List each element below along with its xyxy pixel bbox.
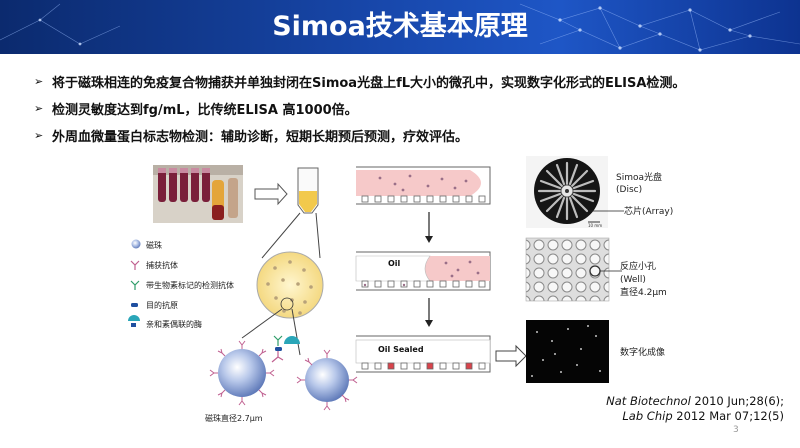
arrow-right-icon — [495, 344, 527, 368]
citation-journal: Lab Chip — [622, 409, 673, 423]
slide-title: Simoa技术基本原理 — [272, 11, 528, 42]
slide-header: Simoa技术基本原理 — [0, 0, 800, 54]
antigen-icon — [131, 303, 138, 307]
bullet-item: ➢ 检测灵敏度达到fg/mL，比传统ELISA 高1000倍。 — [34, 95, 794, 122]
arrow-bullet-icon: ➢ — [34, 75, 44, 88]
legend-enzyme: 亲和素偶联的酶 — [146, 319, 202, 329]
capture-antibody-icon — [130, 260, 140, 270]
bullet-text: 外周血微量蛋白标志物检测：辅助诊断，短期长期预后预测，疗效评估。 — [52, 130, 469, 145]
well-label-1: 反应小孔 — [620, 260, 656, 272]
well-label-2: (Well) — [620, 275, 646, 285]
immune-complex — [271, 335, 300, 363]
step-oil: Oil — [355, 251, 491, 291]
bullet-item: ➢ 将于磁珠相连的免疫复合物捕获并单独封闭在Simoa光盘上fL大小的微孔中，实… — [34, 68, 794, 95]
arrow-down-icon — [425, 320, 433, 327]
citation-2: Lab Chip 2012 Mar 07;12(5) — [622, 409, 784, 423]
bullet-text: 将于磁珠相连的免疫复合物捕获并单独封闭在Simoa光盘上fL大小的微孔中，实现数… — [52, 76, 686, 91]
bead-icon — [131, 239, 141, 249]
bead-left — [209, 340, 275, 406]
digital-imaging-image — [526, 320, 609, 383]
bullet-item: ➢ 外周血微量蛋白标志物检测：辅助诊断，短期长期预后预测，疗效评估。 — [34, 122, 794, 149]
disc-name-en-label: (Disc) — [616, 185, 642, 195]
enzyme-icon — [128, 315, 140, 321]
bullet-list: ➢ 将于磁珠相连的免疫复合物捕获并单独封闭在Simoa光盘上fL大小的微孔中，实… — [34, 68, 794, 149]
disc-name-label: Simoa光盘 — [616, 171, 662, 183]
citation-journal: Nat Biotechnol — [606, 394, 691, 408]
step-oil-sealed: Oil Sealed — [355, 335, 491, 373]
oil-label: Oil — [388, 259, 401, 268]
oil-sealed-label: Oil Sealed — [378, 345, 424, 354]
page-number: 3 — [733, 425, 739, 435]
step-loading — [356, 166, 491, 205]
arrow-bullet-icon: ➢ — [34, 102, 44, 115]
network-decoration — [0, 3, 800, 52]
arrow-bullet-icon: ➢ — [34, 129, 44, 142]
well-microscope-image — [525, 237, 610, 302]
biotin-antibody-icon — [130, 280, 140, 290]
disc-scale-label: 10 mm — [588, 223, 602, 228]
citation-detail: 2012 Mar 07;12(5) — [672, 409, 784, 423]
legend-antigen: 目的抗原 — [146, 300, 178, 310]
blood-tubes-photo — [153, 165, 243, 223]
test-tube — [297, 167, 319, 214]
bead-right — [296, 349, 358, 411]
array-label: 芯片(Array) — [624, 205, 673, 217]
well-label-3: 直径4.2μm — [620, 286, 667, 298]
digital-imaging-label: 数字化成像 — [620, 346, 665, 358]
legend-bead: 磁珠 — [146, 240, 162, 250]
citation-1: Nat Biotechnol 2010 Jun;28(6); — [606, 394, 784, 408]
bullet-text: 检测灵敏度达到fg/mL，比传统ELISA 高1000倍。 — [52, 103, 358, 118]
simoa-disc-image: 10 mm — [526, 156, 608, 228]
citation-detail: 2010 Jun;28(6); — [690, 394, 784, 408]
magnified-sample-circle — [256, 251, 324, 319]
legend: 磁珠 捕获抗体 带生物素标记的检测抗体 目的抗原 亲和素偶联的酶 — [128, 239, 234, 329]
legend-capture-antibody: 捕获抗体 — [146, 260, 178, 270]
arrow-down-icon — [425, 236, 433, 243]
legend-biotin-antibody: 带生物素标记的检测抗体 — [146, 280, 234, 290]
arrow-right-icon — [254, 182, 288, 206]
bead-diameter-label: 磁珠直径2.7μm — [205, 413, 263, 423]
